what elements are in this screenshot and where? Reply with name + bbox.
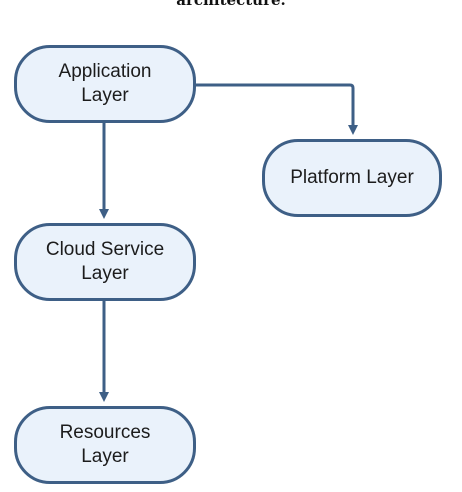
node-application-layer: Application Layer — [14, 45, 196, 123]
node-label-line: Application — [58, 61, 152, 82]
node-resources-layer: Resources Layer — [14, 406, 196, 484]
node-label-line: Layer — [81, 263, 129, 284]
node-platform-layer: Platform Layer — [262, 139, 442, 217]
node-label-line: Cloud Service — [45, 239, 165, 260]
node-label-line: Layer — [81, 85, 129, 106]
connector-application-to-platform — [196, 83, 358, 135]
node-cloud-service-layer: Cloud Service Layer — [14, 223, 196, 301]
node-label-line: Layer — [81, 446, 129, 467]
node-label-line: Platform Layer — [290, 167, 414, 188]
node-label-line: Resources — [59, 422, 151, 443]
figure-caption: architecture. — [176, 0, 286, 9]
